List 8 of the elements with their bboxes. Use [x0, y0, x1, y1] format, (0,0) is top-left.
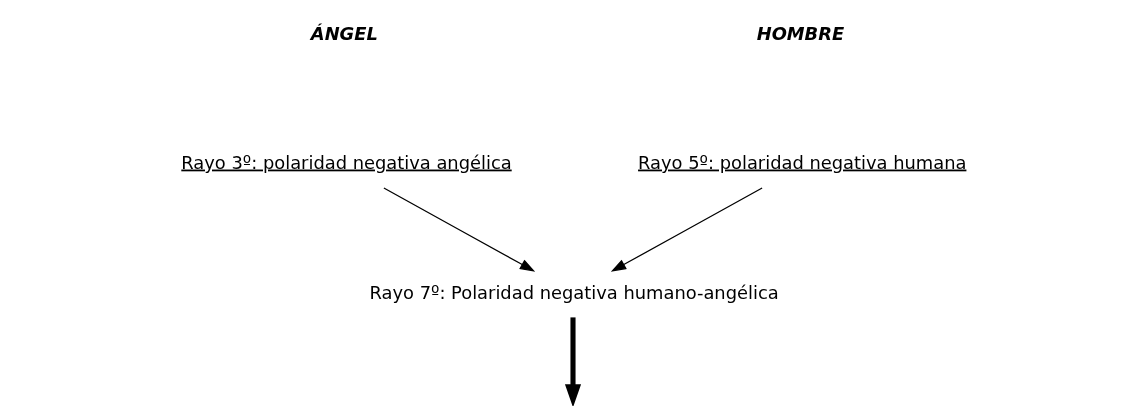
arrow: [564, 317, 581, 406]
node-text: Rayo 7º: Polaridad negativa humano-angélica: [369, 281, 779, 303]
label: HOMBRE: [756, 22, 844, 44]
node-text: Rayo 5º: polaridad negativa humana: [637, 151, 966, 173]
arrow: [382, 187, 535, 272]
node-text: Rayo 3º: polaridad negativa angélica: [180, 151, 512, 173]
label: ÁNGEL: [310, 22, 378, 44]
arrow: [610, 187, 763, 272]
